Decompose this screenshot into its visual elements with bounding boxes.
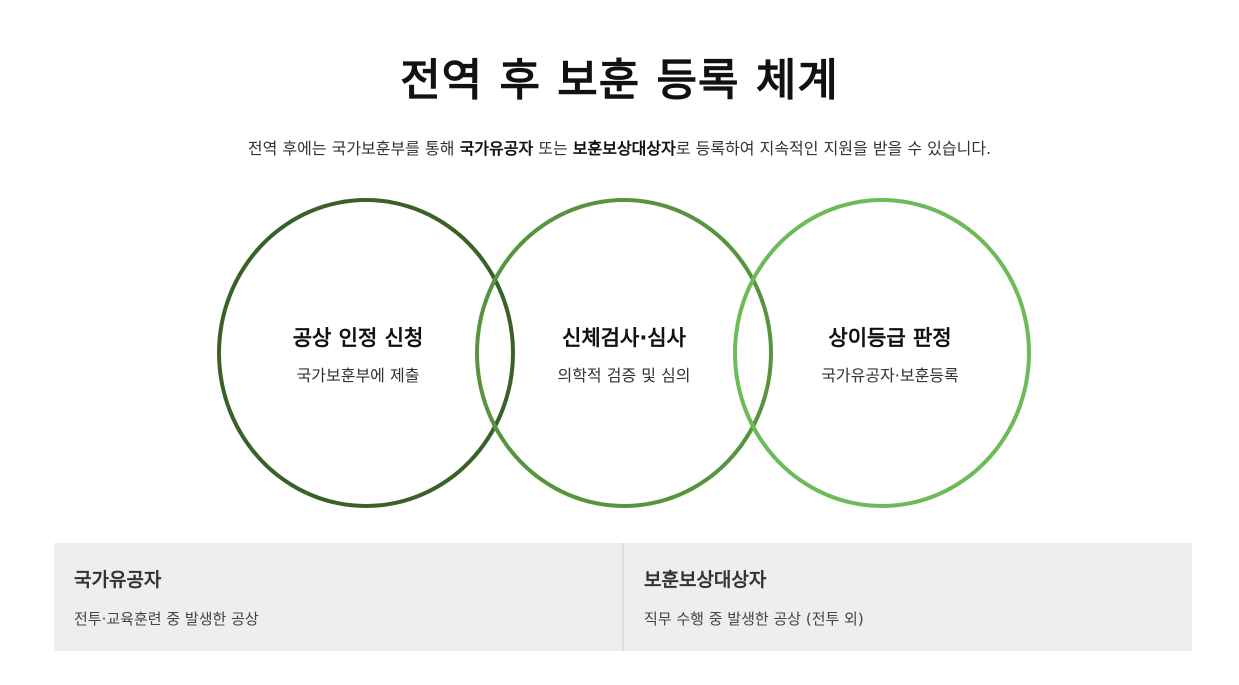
subtitle-bold-national-merit: 국가유공자 — [459, 139, 534, 158]
category-1-desc: 전투·교육훈련 중 발생한 공상 — [74, 610, 259, 628]
subtitle-suffix: 로 등록하여 지속적인 지원을 받을 수 있습니다. — [675, 139, 992, 158]
step-1: 공상 인정 신청 국가보훈부에 제출 — [208, 322, 508, 386]
step-3-title: 상이등급 판정 — [828, 326, 952, 350]
step-3: 상이등급 판정 국가유공자·보훈등록 — [740, 322, 1040, 386]
step-1-desc: 국가보훈부에 제출 — [296, 366, 420, 385]
category-compensation: 보훈보상대상자 직무 수행 중 발생한 공상 (전투 외) — [622, 543, 1192, 651]
step-circle-3 — [733, 198, 1031, 508]
page-title: 전역 후 보훈 등록 체계 — [400, 55, 839, 106]
step-2: 신체검사·심사 의학적 검증 및 심의 — [474, 322, 774, 386]
step-2-title: 신체검사·심사 — [562, 326, 686, 350]
category-2-desc: 직무 수행 중 발생한 공상 (전투 외) — [644, 610, 864, 628]
category-national-merit: 국가유공자 전투·교육훈련 중 발생한 공상 — [54, 543, 622, 651]
category-1-title: 국가유공자 — [74, 569, 162, 591]
step-1-title: 공상 인정 신청 — [292, 326, 424, 350]
step-2-desc: 의학적 검증 및 심의 — [557, 366, 691, 385]
category-2-title: 보훈보상대상자 — [644, 569, 767, 591]
subtitle-prefix: 전역 후에는 국가보훈부를 통해 — [247, 139, 460, 158]
subtitle-mid: 또는 — [533, 139, 573, 158]
subtitle-bold-compensation: 보훈보상대상자 — [572, 139, 676, 158]
step-3-desc: 국가유공자·보훈등록 — [821, 366, 959, 385]
category-panel: 국가유공자 전투·교육훈련 중 발생한 공상 보훈보상대상자 직무 수행 중 발… — [54, 543, 1192, 651]
subtitle: 전역 후에는 국가보훈부를 통해 국가유공자 또는 보훈보상대상자로 등록하여 … — [0, 135, 1239, 159]
